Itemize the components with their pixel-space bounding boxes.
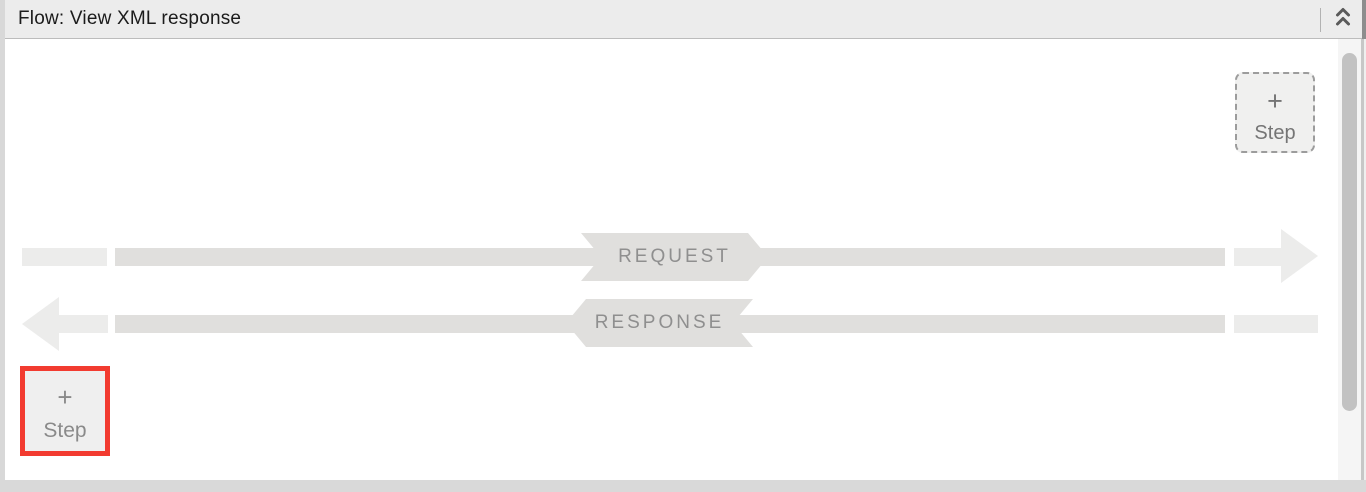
panel-header: Flow: View XML response — [5, 0, 1362, 39]
plus-icon: + — [57, 382, 73, 412]
window-right-edge — [1361, 39, 1364, 480]
response-arrow-left-icon — [22, 297, 59, 351]
response-banner-label: RESPONSE — [594, 312, 725, 333]
request-banner: REQUEST — [581, 233, 768, 281]
panel-title: Flow: View XML response — [18, 8, 242, 29]
request-line-left-segment — [22, 248, 107, 266]
vertical-scrollbar-track[interactable] — [1338, 39, 1361, 480]
response-arrow-stem — [58, 315, 108, 333]
window-right-edge-outer — [1364, 39, 1366, 480]
add-step-button-top-right[interactable]: + Step — [1235, 72, 1315, 153]
double-chevron-up-icon — [1334, 6, 1352, 33]
step-button-label: Step — [43, 419, 87, 442]
add-step-button-bottom-left-highlighted[interactable]: + Step — [20, 366, 110, 456]
response-banner: RESPONSE — [566, 299, 753, 347]
request-arrow-stem — [1234, 248, 1284, 266]
collapse-panel-button[interactable] — [1328, 4, 1358, 35]
header-right-edge — [1362, 0, 1366, 39]
step-button-label: Step — [1254, 122, 1296, 144]
request-arrow-right-icon — [1281, 229, 1318, 283]
vertical-scrollbar-thumb[interactable] — [1342, 53, 1357, 411]
plus-icon: + — [1267, 86, 1283, 116]
window-bottom-edge — [0, 480, 1366, 492]
response-line-right-segment — [1234, 315, 1318, 333]
window-left-edge — [0, 0, 5, 492]
header-separator — [1320, 8, 1321, 32]
request-banner-label: REQUEST — [618, 246, 731, 267]
